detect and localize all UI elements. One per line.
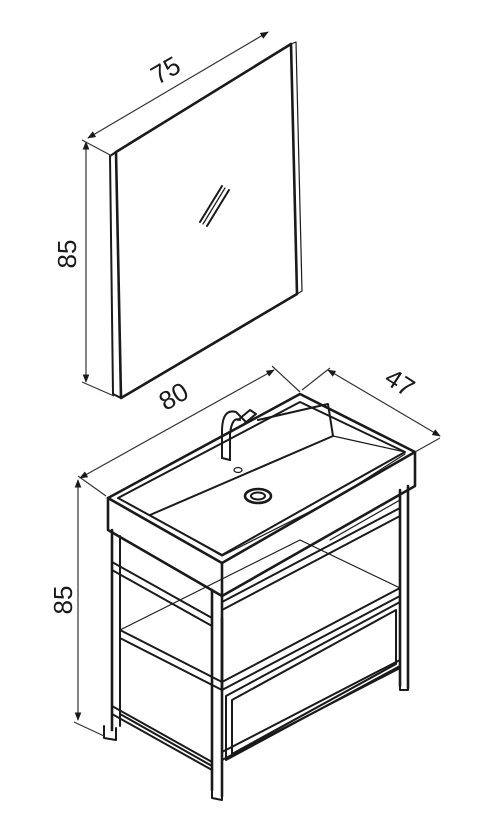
vanity-width-dimension: 80 [77, 365, 301, 497]
vanity-height-label: 85 [48, 586, 78, 615]
drain-icon [243, 487, 273, 505]
mirror-height-label: 85 [52, 240, 82, 269]
vanity-width-label: 80 [153, 376, 193, 416]
mirror-width-dimension: 75 [87, 31, 269, 139]
vanity-height-dimension: 85 [48, 479, 105, 737]
mirror [109, 41, 303, 400]
mirror-reflection-icon [199, 185, 230, 227]
vanity-unit [103, 392, 417, 801]
mirror-height-dimension: 85 [52, 139, 115, 397]
drawer [220, 601, 401, 761]
vanity-depth-dimension: 47 [301, 362, 441, 453]
vanity-depth-label: 47 [380, 362, 421, 403]
